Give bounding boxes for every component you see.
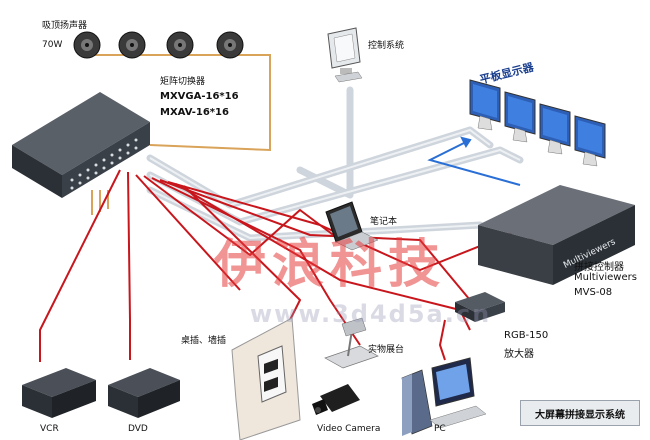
vcr-label: VCR: [40, 424, 59, 434]
matrix-model-2-label: MXAV-16*16: [160, 107, 229, 118]
speaker-icon: [166, 31, 194, 59]
matrix-switcher: [12, 92, 150, 198]
laptop-icon: [325, 201, 379, 251]
splicer-model-1-label: Multiviewers: [574, 272, 637, 283]
splicer-model-2-label: MVS-08: [574, 287, 613, 298]
watermark-url: www.3d4d5a.cn: [250, 300, 492, 328]
video-camera-label: Video Camera: [317, 424, 381, 434]
monitor-icon: [469, 79, 501, 131]
wall-socket-panel: [231, 317, 301, 440]
caption-box: 大屏幕拼接显示系统: [520, 400, 640, 426]
control-system-label: 控制系统: [368, 41, 405, 51]
splicer-name-label: 拼接控制器: [574, 262, 624, 273]
monitor-icon: [504, 91, 536, 143]
speakers-label: 吸顶扬声器: [42, 21, 88, 31]
amp-model-label: RGB-150: [504, 330, 549, 341]
control-system-monitor: [327, 27, 363, 83]
pc-computer: [401, 357, 487, 436]
flat-displays: [469, 79, 606, 167]
visualizer-label: 实物展台: [368, 345, 405, 355]
speaker-icon: [118, 31, 146, 59]
pc-label: PC: [434, 424, 446, 434]
matrix-name-label: 矩阵切换器: [160, 77, 206, 87]
ceiling-speakers: [73, 31, 244, 59]
document-camera: [324, 317, 379, 369]
speaker-icon: [73, 31, 101, 59]
monitor-icon: [539, 103, 571, 155]
laptop-label: 笔记本: [370, 217, 398, 227]
speaker-icon: [216, 31, 244, 59]
dvd-label: DVD: [128, 424, 148, 434]
video-camera-icon: [312, 384, 360, 415]
amp-name-label: 放大器: [504, 349, 534, 360]
monitor-icon: [574, 115, 606, 167]
speaker-power-label: 70W: [42, 40, 63, 50]
blue-display-cable: [427, 136, 521, 186]
watermark-main: 伊浪科技: [214, 235, 447, 295]
vcr-device: [22, 368, 96, 418]
splicing-controller: [478, 185, 635, 285]
wall-socket-label: 桌插、墙插: [181, 336, 227, 346]
matrix-model-1-label: MXVGA-16*16: [160, 91, 239, 102]
caption-text: 大屏幕拼接显示系统: [535, 409, 625, 421]
rgb-amplifier: [455, 292, 505, 322]
dvd-device: [108, 368, 180, 418]
